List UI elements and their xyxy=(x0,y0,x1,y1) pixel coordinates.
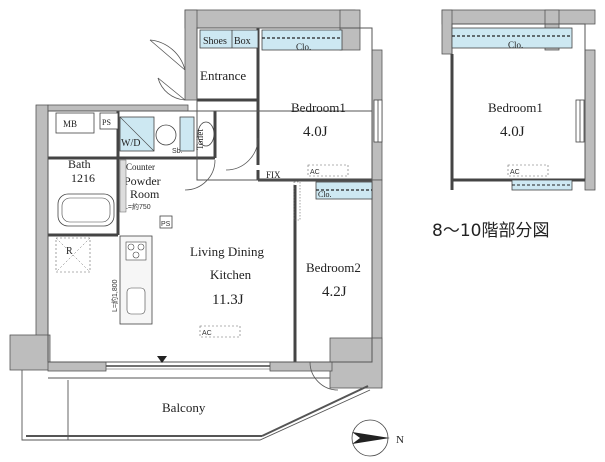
balcony-outline xyxy=(21,370,371,441)
svg-text:R: R xyxy=(66,246,73,257)
bath-name: Bath xyxy=(68,157,91,171)
floor-note: 8〜10階部分図 xyxy=(432,221,549,241)
main-floor-plan: Shoes Box Clo. Entrance Bedroom1 4.0J AC… xyxy=(9,9,404,457)
inset-ac: AC xyxy=(507,164,549,177)
room-outlines xyxy=(47,27,373,363)
balcony-railing xyxy=(26,385,369,437)
box-label: Box xyxy=(234,36,251,47)
counter-length: L=約750 xyxy=(124,202,151,211)
powder-label-1: Powder xyxy=(124,174,161,188)
bedroom2-name: Bedroom2 xyxy=(306,260,361,275)
balcony-label: Balcony xyxy=(162,400,206,415)
sb-label: Sb. xyxy=(172,148,183,155)
inset-bedroom-name: Bedroom1 xyxy=(488,100,543,115)
ldk-size: 11.3J xyxy=(212,292,244,308)
wash-area: W/D Sb. Toilet xyxy=(119,116,215,155)
compass-label: N xyxy=(396,434,404,446)
entrance-door xyxy=(149,39,186,101)
svg-text:AC: AC xyxy=(202,330,212,337)
powder-door xyxy=(184,159,216,191)
bedroom1-door xyxy=(225,137,259,171)
ps-top-label: PS xyxy=(102,118,111,127)
svg-text:AC: AC xyxy=(510,169,520,176)
fix-label: FIX xyxy=(266,170,281,180)
kitchen-counter: L=約1,800 xyxy=(110,235,153,325)
ps-kitchen-label: PS xyxy=(161,221,171,228)
ac-ldk: AC xyxy=(199,325,241,338)
bathtub-icon xyxy=(57,193,115,227)
sink-icon xyxy=(155,124,177,146)
svg-text:AC: AC xyxy=(310,169,320,176)
compass: N xyxy=(351,419,404,457)
inset-closet xyxy=(451,27,573,49)
mb-label: MB xyxy=(63,119,77,129)
entrance-label: Entrance xyxy=(200,68,246,83)
ac-bedroom1: AC xyxy=(307,164,349,177)
balcony-door xyxy=(309,361,339,391)
powder-label-2: Room xyxy=(130,187,160,201)
mb-box xyxy=(55,112,95,134)
bedroom2-size: 4.2J xyxy=(322,284,347,300)
kitchen-length: L=約1,800 xyxy=(110,279,119,312)
bedroom1-name: Bedroom1 xyxy=(291,100,346,115)
entry-marker-icon xyxy=(157,356,167,363)
bath-size: 1216 xyxy=(71,171,95,185)
inset-floor-plan: Clo. Bedroom1 4.0J AC xyxy=(441,9,596,191)
ldk-line2: Kitchen xyxy=(210,267,252,282)
inset-clo-label: Clo. xyxy=(508,40,523,50)
closet-top: Shoes Box Clo. xyxy=(199,29,343,52)
bedroom1-size: 4.0J xyxy=(303,124,328,140)
counter-label: Counter xyxy=(126,162,155,172)
sliding-partition xyxy=(293,181,301,221)
north-arrow-icon xyxy=(352,432,390,444)
counter-strip xyxy=(119,159,127,213)
ps-top-box xyxy=(99,112,119,130)
wd-label: W/D xyxy=(121,138,140,149)
toilet-icon xyxy=(197,121,215,147)
toilet-label: Toilet xyxy=(195,129,205,150)
bedroom1-window xyxy=(373,99,383,143)
svg-text:Clo.: Clo. xyxy=(318,190,332,199)
inset-bedroom-size: 4.0J xyxy=(500,124,525,140)
closet-bedroom2: Clo. xyxy=(315,181,373,200)
shoes-label: Shoes xyxy=(203,36,227,47)
ldk-line1: Living Dining xyxy=(190,244,265,259)
kitchen-sink-icon xyxy=(126,287,146,315)
stove-icon xyxy=(125,241,147,261)
refrigerator-space: R xyxy=(55,237,91,273)
clo-top-label: Clo. xyxy=(296,42,311,52)
ps-kitchen-box xyxy=(159,215,173,229)
